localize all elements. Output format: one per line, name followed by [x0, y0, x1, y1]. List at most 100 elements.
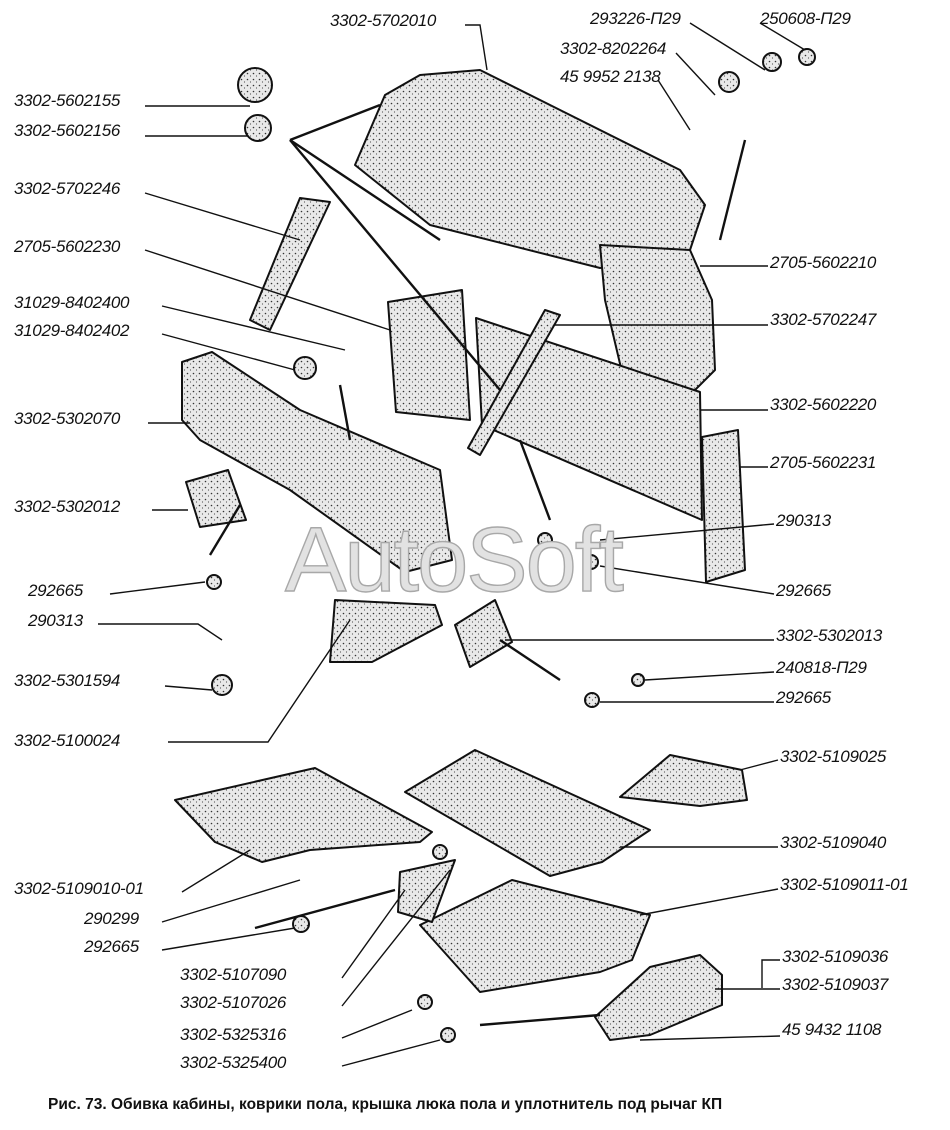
fastener-15 [440, 1027, 456, 1043]
fastener-3 [718, 71, 740, 93]
part-number-label: 3302-5109025 [780, 747, 887, 766]
fastener-10 [631, 673, 645, 687]
part-number-label: 2705-5602231 [770, 453, 877, 472]
cover-5302012 [185, 469, 247, 528]
leader-line [181, 849, 251, 893]
fastener-7 [583, 554, 599, 570]
fastener-2 [293, 356, 317, 380]
leader-line [599, 565, 775, 595]
leader-line [109, 581, 206, 595]
part-number-label: 290299 [84, 909, 139, 928]
panel-5602210 [599, 244, 716, 396]
part-number-label: 3302-5602156 [14, 121, 121, 140]
watermark: AutoSoft [284, 509, 624, 611]
leader-line [161, 927, 296, 951]
part-number-label: 45 9432 1108 [782, 1020, 882, 1039]
part-number-label: 292665 [776, 688, 831, 707]
panel-5602220 [475, 317, 703, 521]
leader-line [639, 1035, 781, 1041]
assembly-pointer [289, 139, 441, 241]
fastener-12 [292, 915, 310, 933]
leader-line [161, 333, 296, 371]
part-number-label: 240818-П29 [776, 658, 867, 677]
hatch-5109040 [404, 749, 651, 877]
part-number-label: 3302-5602155 [14, 91, 121, 110]
fastener-8 [206, 574, 222, 590]
leader-line [599, 523, 775, 541]
leader-line [657, 79, 691, 131]
part-number-label: 31029-8402402 [14, 321, 130, 340]
panel-5602230 [387, 289, 471, 421]
part-number-label: 2705-5602210 [770, 253, 877, 272]
leader-line [341, 1009, 413, 1039]
part-number-label: 292665 [776, 581, 831, 600]
assembly-pointer [254, 888, 396, 930]
leader-line [761, 959, 780, 988]
assembly-pointer [289, 139, 501, 391]
part-number-label: 3302-5702010 [330, 11, 437, 30]
part-number-label: 3302-5302012 [14, 497, 121, 516]
assembly-pointer [479, 1013, 601, 1027]
strip-5702247 [467, 309, 561, 456]
mat-5109025 [619, 754, 748, 807]
part-number-label: 292665 [28, 581, 83, 600]
leader-line [168, 619, 351, 743]
part-number-label: 3302-5702246 [14, 179, 121, 198]
fastener-6 [537, 532, 553, 548]
leader-line [161, 879, 301, 923]
part-number-label: 3302-5325316 [180, 1025, 287, 1044]
part-number-label: 3302-8202264 [560, 39, 667, 58]
fastener-9 [211, 674, 233, 696]
mat-5109010-01 [174, 767, 433, 863]
cover-5702010 [354, 69, 706, 269]
leader-line [644, 671, 775, 681]
part-number-label: 3302-5109036 [782, 947, 889, 966]
cover-5302013 [454, 599, 513, 668]
assembly-pointer [208, 504, 242, 556]
part-number-label: 3302-5109011-01 [780, 875, 909, 894]
assembly-pointer [518, 439, 552, 521]
part-number-label: 3302-5702247 [770, 310, 877, 329]
part-number-label: 3302-5302070 [14, 409, 121, 428]
strip-5702246 [249, 197, 331, 331]
leader-line [675, 52, 716, 96]
part-number-label: 290313 [776, 511, 831, 530]
part-number-label: 31029-8402400 [14, 293, 130, 312]
mat-5109011-01 [419, 879, 651, 993]
leader-line [341, 889, 406, 979]
leader-line [144, 249, 391, 331]
leader-line [164, 685, 213, 691]
assembly-pointer [499, 639, 561, 681]
part-number-label: 2705-5602230 [14, 237, 121, 256]
fastener-5 [798, 48, 816, 66]
leader-line [639, 888, 779, 916]
cover-5302070 [181, 351, 453, 573]
fastener-4 [762, 52, 782, 72]
part-number-label: 3302-5301594 [14, 671, 121, 690]
part-number-label: 3302-5602220 [770, 395, 877, 414]
fastener-11 [584, 692, 600, 708]
leader-line [739, 759, 779, 771]
leader-line [144, 192, 301, 241]
part-number-label: 3302-5325400 [180, 1053, 287, 1072]
part-number-label: 292665 [84, 937, 139, 956]
assembly-pointer [289, 103, 381, 142]
seal-5109036 [594, 954, 723, 1041]
part-number-label: 3302-5109037 [782, 975, 889, 994]
leader-line [98, 623, 223, 641]
part-number-label: 3302-5109040 [780, 833, 887, 852]
panel-5602231 [701, 429, 746, 583]
fastener-1 [244, 114, 272, 142]
leader-line [465, 24, 488, 71]
figure-caption: Рис. 73. Обивка кабины, коврики пола, кр… [48, 1096, 723, 1113]
part-number-label: 3302-5100024 [14, 731, 121, 750]
part-number-label: 45 9952 2138 [560, 67, 661, 86]
leader-line [689, 22, 766, 71]
part-number-label: 3302-5302013 [776, 626, 883, 645]
assembly-pointer [718, 139, 747, 241]
part-number-label: 293226-П29 [590, 9, 681, 28]
part-number-label: 250608-П29 [760, 9, 851, 28]
seal-5100024 [329, 599, 443, 663]
leader-line [161, 305, 346, 351]
